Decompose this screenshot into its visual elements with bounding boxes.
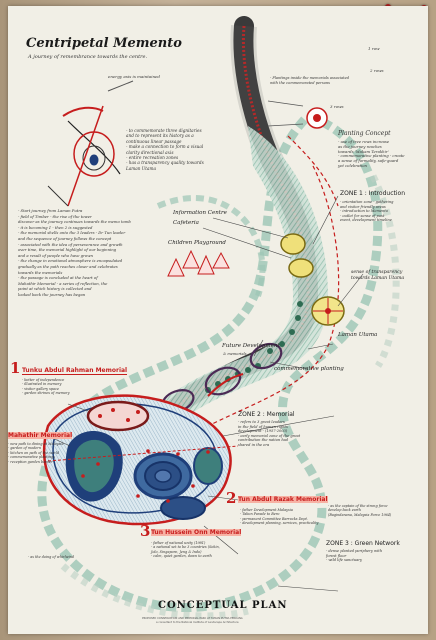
zone-1-notes: - orientation zone - gathering and visit… bbox=[340, 200, 394, 223]
rows-label-3: 3 rows bbox=[330, 104, 344, 109]
sketch-notes: - to commemorate three dignitaries and t… bbox=[126, 128, 204, 171]
razak-side-notes: - as the captain of the strong force dev… bbox=[328, 504, 392, 517]
plantings-note: - Plantings inside the memorials associa… bbox=[270, 76, 350, 85]
memorial-number-3: 3 bbox=[140, 522, 151, 540]
page-title: Centripetal Memento bbox=[26, 36, 182, 51]
project-subtitle-2: a consultant to the National Institute o… bbox=[156, 621, 239, 624]
green-network-band bbox=[37, 110, 400, 620]
memorials-small-label: & memorials bbox=[223, 352, 247, 356]
conceptual-plan-title: CONCEPTUAL PLAN bbox=[158, 600, 288, 611]
zone-1-nodes bbox=[280, 233, 345, 326]
future-development-ovals bbox=[161, 342, 283, 413]
memorial-number-1: 1 bbox=[10, 359, 21, 377]
energy-axis-sketch bbox=[47, 80, 134, 207]
memorial-label-hussein: Tun Hussein Onn Memorial bbox=[151, 529, 242, 536]
memorial-number-2: 2 bbox=[226, 489, 237, 507]
zone-3-title: ZONE 3 : Green Network bbox=[326, 540, 400, 547]
memorial-label-tunku: Tunku Abdul Rahman Memorial bbox=[22, 367, 128, 375]
project-subtitle: PROPOSED CONSERVATION AND MEMORIAL PARK … bbox=[142, 617, 243, 620]
playground-symbol bbox=[167, 249, 230, 277]
hussein-notes: - father of national unity (1981)- a nat… bbox=[151, 541, 220, 559]
razak-notes: - father Development Malaysia- Tabon Par… bbox=[240, 508, 319, 526]
future-development-label: Future Development bbox=[222, 343, 280, 349]
concept-notes: - Start journey from Laman Putra- field … bbox=[18, 208, 131, 297]
planting-concept-symbol bbox=[267, 100, 328, 129]
axis-note: energy axis is maintained bbox=[108, 74, 160, 79]
poster-sheet: Centripetal Memento A journey of remembr… bbox=[8, 6, 428, 634]
planting-concept-list: - use of tree rows increase as the journ… bbox=[338, 139, 405, 168]
leader-lines bbox=[47, 195, 364, 592]
bottom-left-note: - as the doing of whirlwind bbox=[28, 555, 75, 559]
memorial-label-razak: Tun Abdul Razak Memorial bbox=[238, 496, 328, 503]
mahathir-notes: - new path to dining at Malaysia- garden… bbox=[8, 442, 64, 464]
commemorative-planting-label: commemorative planting bbox=[274, 366, 344, 372]
zone-3-notes: - dense planted periphery with forest fl… bbox=[326, 549, 383, 563]
memorial-complex bbox=[42, 394, 239, 526]
planting-concept-heading: Planting Concept bbox=[338, 130, 391, 137]
zone-1-title: ZONE 1 : Introduction bbox=[340, 190, 406, 197]
rows-label-2: 2 rows bbox=[370, 68, 384, 73]
zone-2-notes: - refers to 3 great leaders in the field… bbox=[238, 420, 301, 447]
zone-2-title: ZONE 2 : Memorial bbox=[238, 411, 295, 418]
cafeteria-label: Cafeteria bbox=[173, 220, 199, 226]
laman-utama-label: Laman Utama bbox=[338, 332, 378, 338]
conceptual-plan-drawing bbox=[37, 16, 400, 620]
page-subtitle: A journey of remembrance towards the cen… bbox=[28, 54, 148, 60]
memorial-label-mahathir: Mahathir Memorial bbox=[8, 432, 73, 439]
main-journey-path bbox=[158, 16, 340, 427]
rows-label-1: 1 row bbox=[368, 46, 380, 51]
tunku-notes: - better of independence- illustrated in… bbox=[22, 378, 70, 396]
playground-label: Children Playground bbox=[168, 240, 226, 246]
info-centre-label: Information Centre bbox=[173, 210, 227, 216]
